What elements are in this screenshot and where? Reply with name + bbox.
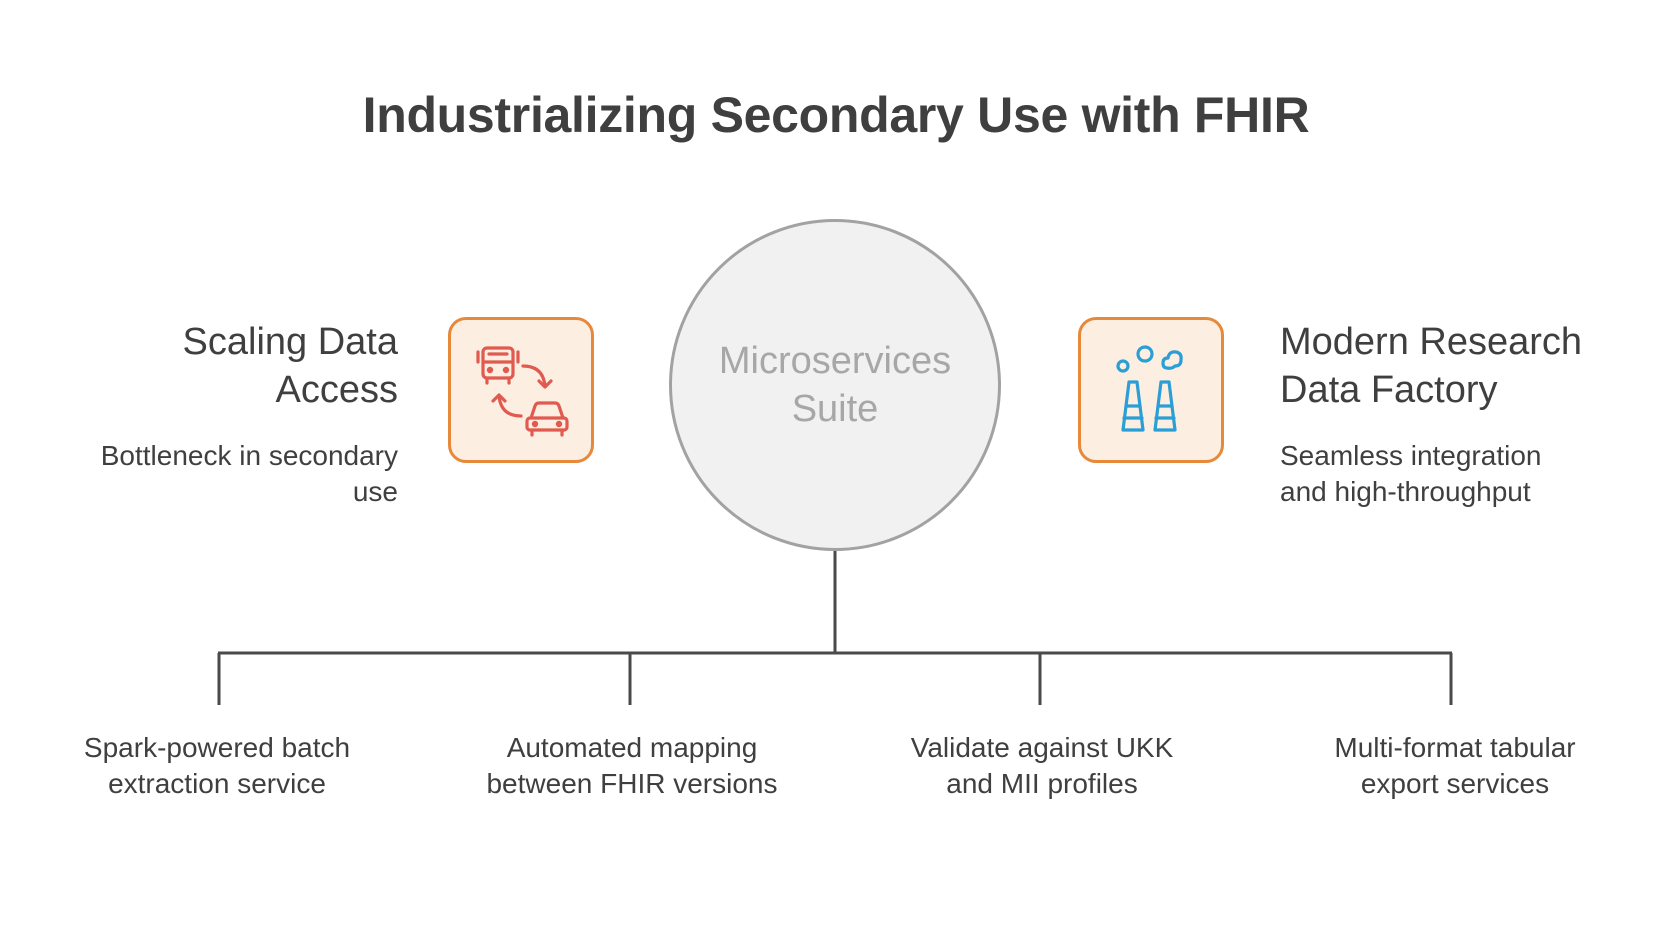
research-description-line2: and high-throughput xyxy=(1280,476,1531,507)
feature-fhir-mapping: Automated mapping between FHIR versions xyxy=(442,730,822,802)
hub-label-line1: Microservices xyxy=(718,340,952,382)
diagram-title: Industrializing Secondary Use with FHIR xyxy=(362,87,1310,143)
research-heading-line2: Data Factory xyxy=(1280,369,1498,411)
research-description: Seamless integration and high-throughput xyxy=(1280,438,1660,510)
feature-line1: Automated mapping xyxy=(506,732,758,763)
factory-chimneys-icon xyxy=(1116,345,1183,432)
scaling-heading-line1: Scaling Data xyxy=(182,321,398,363)
feature-line1: Multi-format tabular xyxy=(1334,732,1576,763)
feature-line2: export services xyxy=(1360,768,1550,799)
hub-label: Microservices Suite xyxy=(695,337,975,433)
scaling-description-line2: use xyxy=(352,476,398,507)
feature-line2: extraction service xyxy=(108,768,326,799)
hub-circle: Microservices Suite xyxy=(669,219,1001,551)
factory-icon-box xyxy=(1078,317,1224,463)
scaling-description: Bottleneck in secondary use xyxy=(40,438,398,510)
feature-line1: Spark-powered batch xyxy=(83,732,351,763)
bus-car-swap-icon xyxy=(476,346,569,437)
feature-line2: and MII profiles xyxy=(946,768,1138,799)
feature-line2: between FHIR versions xyxy=(486,768,778,799)
feature-profile-validation: Validate against UKK and MII profiles xyxy=(852,730,1232,802)
research-description-line1: Seamless integration xyxy=(1280,440,1542,471)
hub-label-line2: Suite xyxy=(791,388,879,430)
feature-line1: Validate against UKK xyxy=(910,732,1174,763)
scaling-heading-line2: Access xyxy=(275,369,398,411)
research-heading-line1: Modern Research xyxy=(1280,321,1583,363)
scaling-icon-box xyxy=(448,317,594,463)
scaling-description-line1: Bottleneck in secondary xyxy=(100,440,398,471)
feature-tabular-export: Multi-format tabular export services xyxy=(1265,730,1645,802)
feature-spark-extraction: Spark-powered batch extraction service xyxy=(27,730,407,802)
scaling-heading: Scaling Data Access xyxy=(40,318,398,414)
research-heading: Modern Research Data Factory xyxy=(1280,318,1660,414)
